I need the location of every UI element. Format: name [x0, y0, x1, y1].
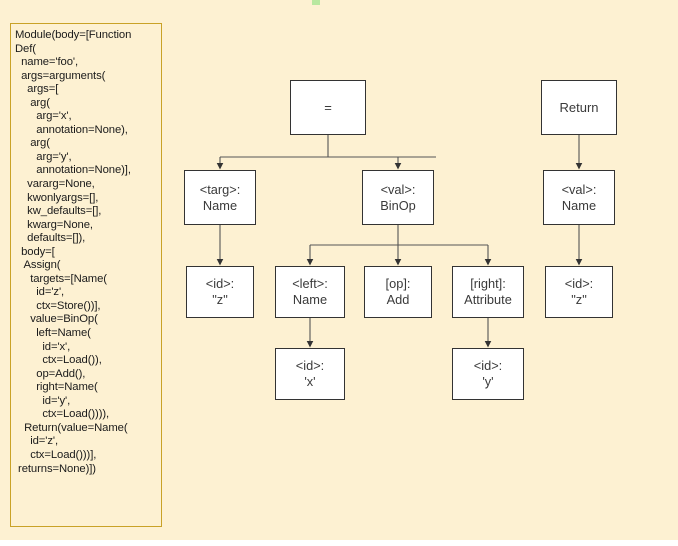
tree-node-id-z-left-line2: "z"	[212, 292, 228, 307]
tree-node-targ-line2: Name	[202, 197, 238, 213]
tree-node-op[interactable]: [op]: Add	[364, 266, 432, 318]
tree-node-id-y[interactable]: <id>: 'y'	[452, 348, 524, 400]
ast-dump-panel: Module(body=[Function Def( name='foo', a…	[10, 23, 162, 527]
tree-node-left[interactable]: <left>: Name	[275, 266, 345, 318]
tree-node-val-name-line1: <val>:	[561, 181, 597, 197]
tree-node-id-x-line2: 'x'	[304, 374, 316, 389]
tree-node-op-line2: Add	[386, 292, 410, 307]
tree-node-return[interactable]: Return	[541, 80, 617, 135]
tree-node-targ-line1: <targ>:	[199, 181, 241, 197]
tree-node-id-z-right-line1: <id>:	[564, 276, 594, 291]
tree-node-val-binop[interactable]: <val>: BinOp	[362, 170, 434, 225]
tree-node-id-z-right-line2: "z"	[571, 292, 587, 307]
tree-node-assign-line1: =	[324, 99, 332, 115]
render-artifact	[312, 0, 320, 5]
tree-node-id-y-line2: 'y'	[482, 374, 494, 389]
tree-node-val-binop-line2: BinOp	[380, 197, 416, 213]
tree-node-targ[interactable]: <targ>: Name	[184, 170, 256, 225]
tree-node-assign[interactable]: =	[290, 80, 366, 135]
tree-node-id-z-right[interactable]: <id>: "z"	[545, 266, 613, 318]
tree-node-left-line2: Name	[292, 292, 328, 307]
tree-node-id-y-line1: <id>:	[473, 358, 503, 373]
tree-node-right-line1: [right]:	[470, 276, 506, 291]
tree-node-id-x[interactable]: <id>: 'x'	[275, 348, 345, 400]
tree-node-right-line2: Attribute	[464, 292, 512, 307]
tree-node-right[interactable]: [right]: Attribute	[452, 266, 524, 318]
tree-node-val-binop-line1: <val>:	[380, 181, 416, 197]
tree-node-id-z-left[interactable]: <id>: "z"	[186, 266, 254, 318]
tree-node-return-line1: Return	[559, 99, 599, 115]
tree-node-id-x-line1: <id>:	[295, 358, 325, 373]
tree-node-id-z-left-line1: <id>:	[205, 276, 235, 291]
tree-node-val-name[interactable]: <val>: Name	[543, 170, 615, 225]
tree-node-op-line1: [op]:	[385, 276, 411, 291]
ast-dump-text: Module(body=[Function Def( name='foo', a…	[15, 29, 132, 475]
tree-node-left-line1: <left>:	[292, 276, 328, 291]
tree-node-val-name-line2: Name	[561, 197, 597, 213]
